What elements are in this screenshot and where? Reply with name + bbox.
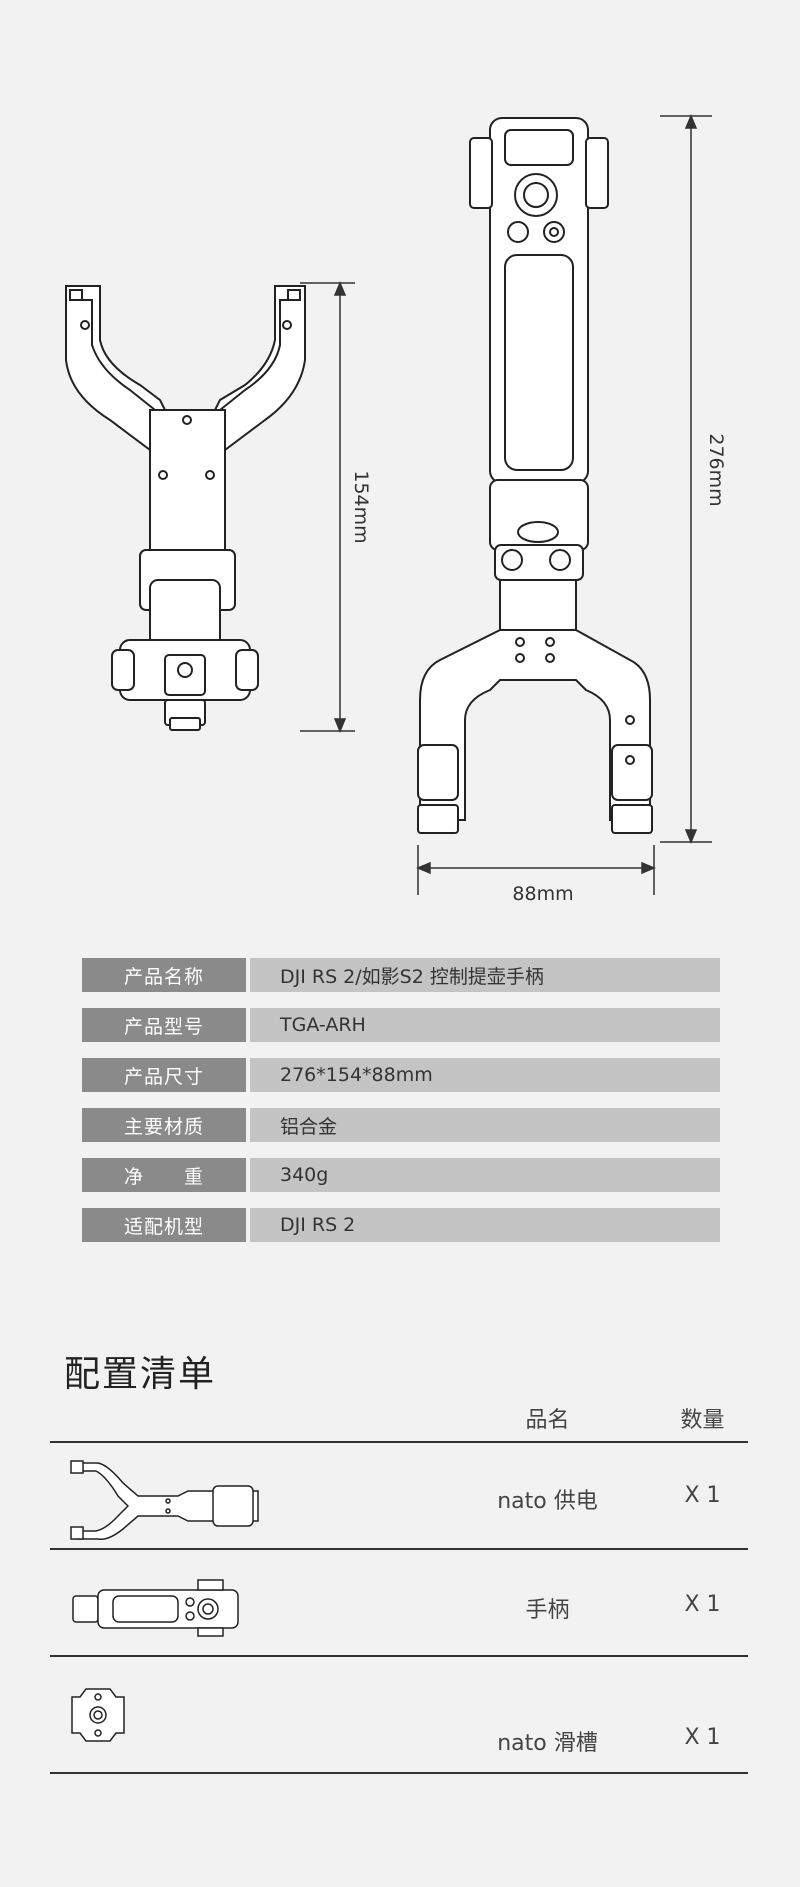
spec-label: 适配机型 (82, 1208, 246, 1242)
handle-icon (68, 1578, 248, 1642)
item-qty: X 1 (684, 1725, 721, 1750)
dimension-154-label: 154mm (350, 470, 372, 543)
column-header-name: 品名 (525, 1408, 570, 1433)
spec-row-model: 产品型号 TGA-ARH (82, 1008, 720, 1042)
divider (50, 1548, 748, 1550)
product-dimension-drawing: 154mm (0, 0, 800, 930)
nato-power-clamp-drawing (65, 285, 306, 731)
dimension-88-line (416, 845, 656, 895)
item-name: nato 供电 (497, 1489, 598, 1514)
spec-value: 340g (250, 1158, 720, 1192)
spec-row-weight: 净 重 340g (82, 1158, 720, 1192)
spec-value: DJI RS 2/如影S2 控制提壶手柄 (250, 958, 720, 992)
spec-value: TGA-ARH (250, 1008, 720, 1042)
spec-label: 净 重 (82, 1158, 246, 1192)
list-item: 手柄 X 1 (0, 1550, 800, 1655)
dimension-276-label: 276mm (705, 433, 727, 506)
packing-list-title: 配置清单 (64, 1354, 217, 1395)
packing-list-header: 品名 数量 (0, 1402, 800, 1433)
dimension-88-label: 88mm (512, 883, 573, 905)
spec-label: 产品名称 (82, 958, 246, 992)
spec-value: 276*154*88mm (250, 1058, 720, 1092)
spec-label: 主要材质 (82, 1108, 246, 1142)
divider (50, 1441, 748, 1443)
spec-row-compatible-model: 适配机型 DJI RS 2 (82, 1208, 720, 1242)
spec-row-size: 产品尺寸 276*154*88mm (82, 1058, 720, 1092)
dimension-276-line (660, 114, 712, 844)
dimension-154-line (300, 281, 355, 733)
spec-table: 产品名称 DJI RS 2/如影S2 控制提壶手柄 产品型号 TGA-ARH 产… (82, 958, 720, 1258)
divider (50, 1772, 748, 1774)
nato-rail-icon (68, 1685, 128, 1749)
spec-row-product-name: 产品名称 DJI RS 2/如影S2 控制提壶手柄 (82, 958, 720, 992)
item-name: 手柄 (525, 1598, 570, 1623)
item-qty: X 1 (684, 1592, 721, 1617)
item-name: nato 滑槽 (497, 1731, 598, 1756)
spec-row-material: 主要材质 铝合金 (82, 1108, 720, 1142)
nato-power-clamp-icon (68, 1451, 268, 1545)
spec-label: 产品型号 (82, 1008, 246, 1042)
spec-value: DJI RS 2 (250, 1208, 720, 1242)
spec-value: 铝合金 (250, 1108, 720, 1142)
spec-label: 产品尺寸 (82, 1058, 246, 1092)
column-header-qty: 数量 (680, 1408, 725, 1433)
list-item: nato 滑槽 X 1 (0, 1657, 800, 1772)
handle-assembly-drawing (417, 117, 653, 834)
list-item: nato 供电 X 1 (0, 1443, 800, 1548)
divider (50, 1655, 748, 1657)
item-qty: X 1 (684, 1483, 721, 1508)
